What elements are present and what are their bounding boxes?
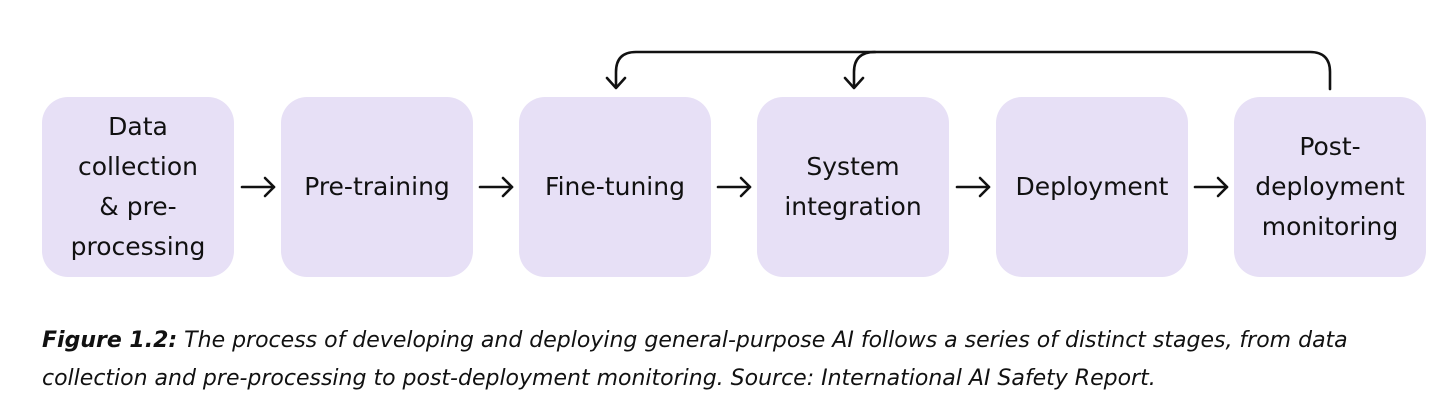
stage-fine-tuning: Fine-tuning <box>519 97 711 277</box>
right-arrow-icon <box>1193 176 1229 198</box>
stage-label: System integration <box>784 152 922 221</box>
right-arrow-icon <box>478 176 514 198</box>
stage-system-integration: System integration <box>757 97 949 277</box>
stage-label: Post- deployment monitoring <box>1255 132 1405 241</box>
feedback-arrow-to-system-integration <box>852 50 877 88</box>
right-arrow-icon <box>716 176 752 198</box>
stage-deployment: Deployment <box>996 97 1188 277</box>
stage-label: Deployment <box>1015 172 1169 201</box>
right-arrow-icon <box>240 176 276 198</box>
stage-pre-training: Pre-training <box>281 97 473 277</box>
right-arrow-icon <box>955 176 991 198</box>
stage-label: Pre-training <box>304 172 450 201</box>
caption-text: The process of developing and deploying … <box>42 328 1348 391</box>
stage-data-collection: Data collection & pre- processing <box>42 97 234 277</box>
feedback-arrow-to-fine-tuning <box>614 50 1332 91</box>
arrowhead-icon <box>605 76 627 90</box>
figure-caption: Figure 1.2: The process of developing an… <box>42 322 1432 398</box>
stage-label: Fine-tuning <box>545 172 685 201</box>
arrowhead-icon <box>843 76 865 90</box>
stage-post-deployment-monitoring: Post- deployment monitoring <box>1234 97 1426 277</box>
stage-label: Data collection & pre- processing <box>70 112 206 261</box>
figure-number: Figure 1.2: <box>42 328 178 353</box>
